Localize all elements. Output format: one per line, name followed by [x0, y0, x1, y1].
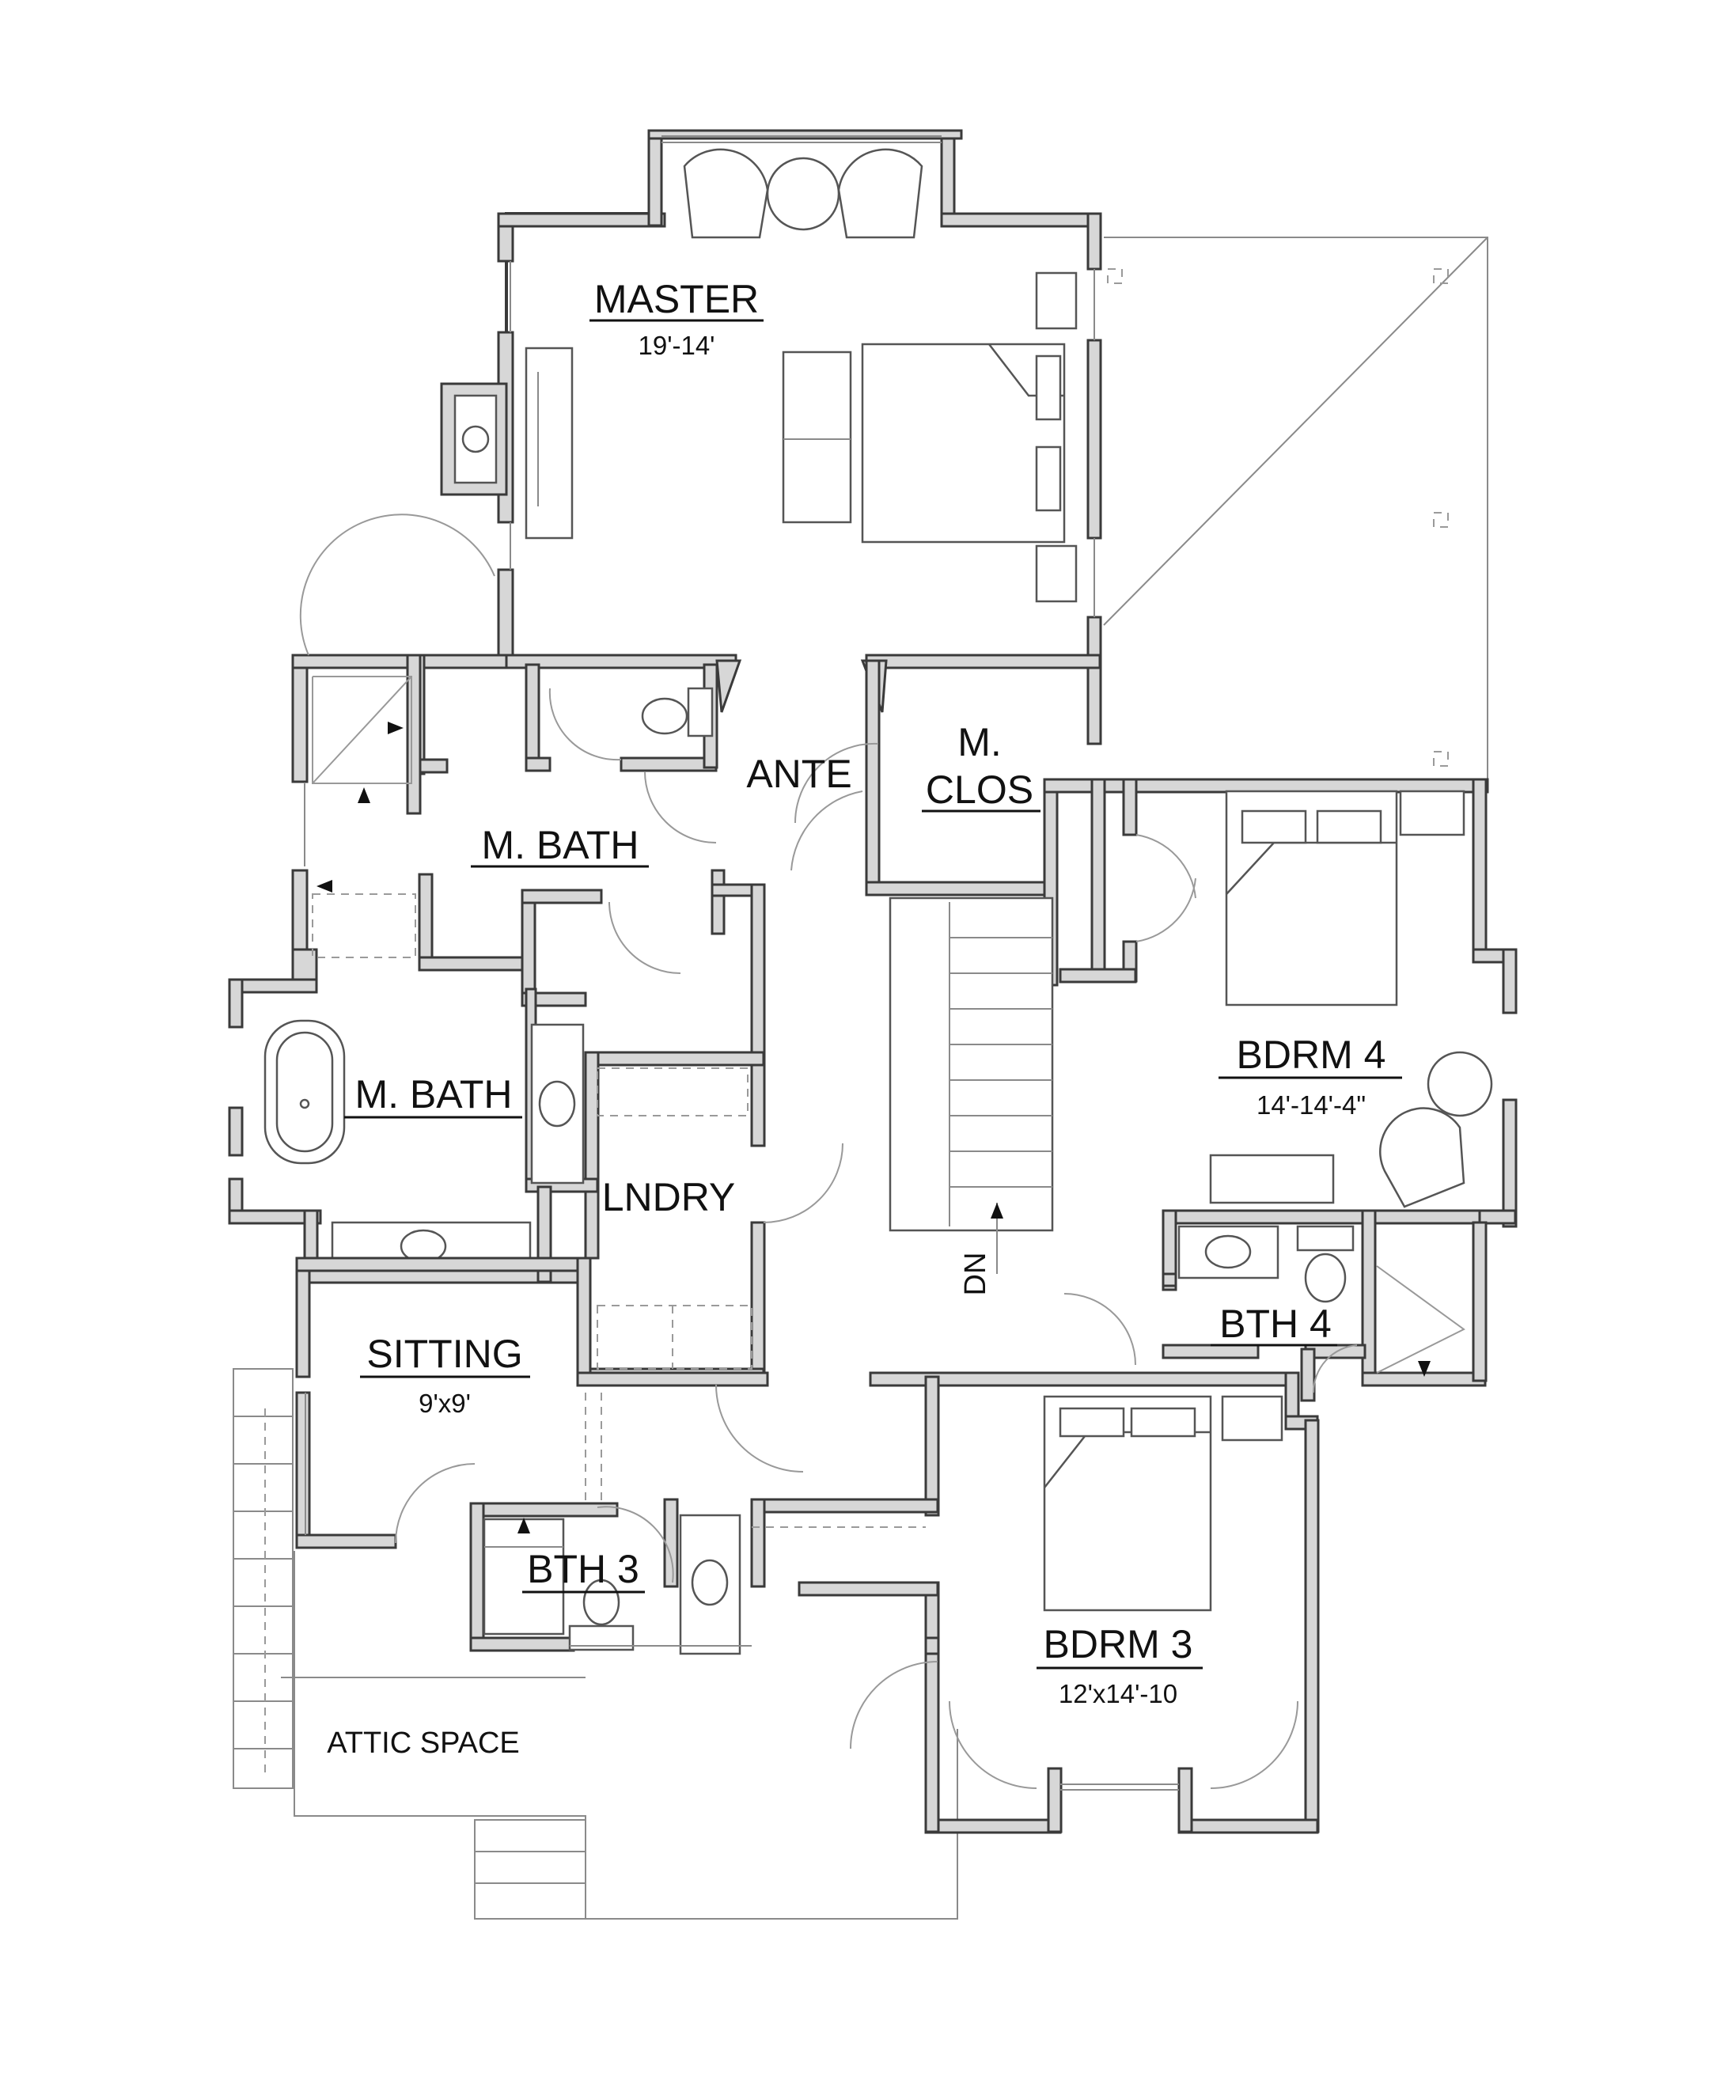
label-bdrm3: BDRM 3 — [1044, 1622, 1193, 1666]
label-lndry: LNDRY — [602, 1175, 736, 1219]
label-attic: ATTIC SPACE — [327, 1727, 520, 1760]
label-bth3: BTH 3 — [527, 1547, 639, 1591]
label-stair-dn: DN — [959, 1253, 992, 1296]
attic-outline — [233, 1368, 958, 1920]
label-mclos-1: M. — [957, 720, 1002, 764]
label-bdrm4: BDRM 4 — [1237, 1033, 1386, 1077]
label-ante: ANTE — [746, 752, 851, 796]
dim-master: 19'-14' — [638, 331, 714, 360]
dim-bdrm4: 14'-14'-4" — [1257, 1090, 1366, 1120]
dim-bdrm3: 12'x14'-10 — [1059, 1679, 1177, 1708]
roof-outline — [1103, 237, 1488, 779]
label-mbath-lower: M. BATH — [354, 1072, 512, 1116]
bdrm3-walls — [924, 1395, 1298, 1791]
label-mbath-upper: M. BATH — [481, 823, 639, 867]
bth4-walls — [1162, 1209, 1488, 1402]
master-furniture — [525, 148, 1078, 603]
label-master: MASTER — [594, 277, 759, 321]
laundry-fixtures — [597, 1067, 752, 1370]
dim-sitting: 9'x9' — [419, 1389, 471, 1418]
room-labels: MASTER 19'-14' ANTE M. CLOS M. BATH M. B… — [327, 277, 1402, 1760]
master-walls — [440, 129, 1102, 745]
label-bth4: BTH 4 — [1219, 1302, 1332, 1346]
bdrm4-walls — [1059, 778, 1518, 1228]
label-mclos-2: CLOS — [926, 768, 1033, 812]
label-sitting: SITTING — [366, 1332, 522, 1376]
